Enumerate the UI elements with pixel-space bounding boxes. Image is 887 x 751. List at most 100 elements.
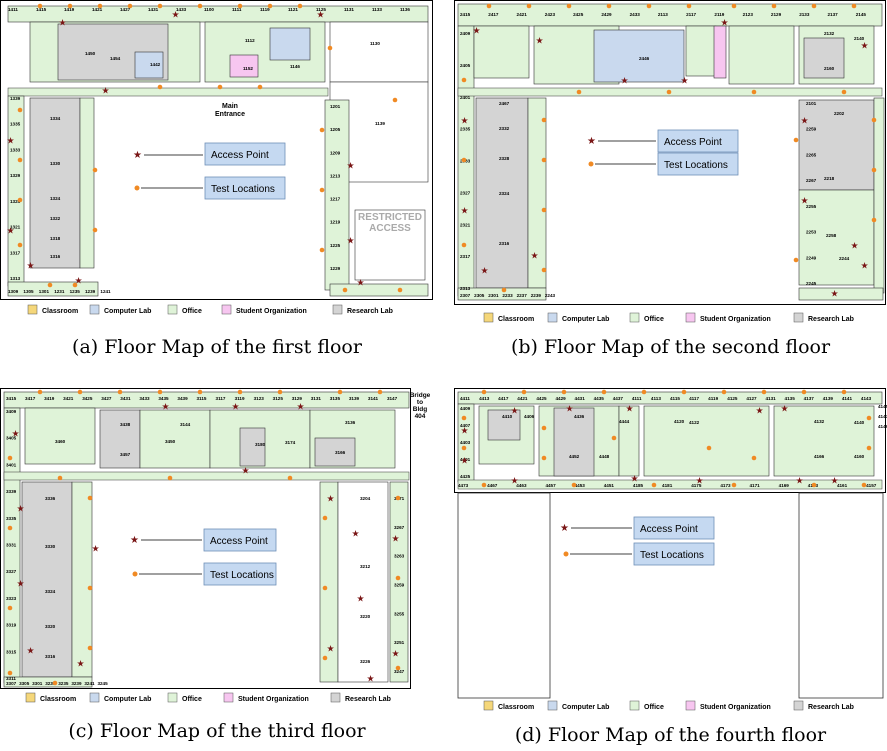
- room-number: 3438: [120, 422, 131, 427]
- room-number: 2433: [630, 12, 641, 17]
- room-number: 3263: [394, 554, 405, 559]
- access-point-star: ★: [357, 278, 365, 288]
- room-number: 3247: [394, 669, 405, 674]
- room-number: 4473: [458, 483, 469, 488]
- room-number: 4411: [460, 396, 470, 401]
- test-location-dot: [327, 45, 333, 51]
- room-number: 2405: [460, 63, 471, 68]
- access-point-star: ★: [327, 494, 335, 504]
- test-location-dot: [851, 3, 857, 9]
- legend-1: Classroom Computer Lab Office Student Or…: [27, 304, 393, 315]
- map-marks-4: ★★★★★★★★★★★★: [461, 389, 872, 488]
- room-number: 1411: [8, 7, 18, 12]
- room-number: 3180: [255, 442, 266, 447]
- room-number: 3425: [82, 396, 93, 401]
- test-location-dot: [571, 482, 577, 488]
- room-number: 4425: [536, 396, 547, 401]
- test-location-dot: [397, 287, 403, 293]
- room-number: 4410: [502, 414, 513, 419]
- test-location-dot: [651, 482, 657, 488]
- room-number: 2324: [499, 191, 510, 196]
- room-number: 3131: [311, 396, 322, 401]
- room-number: 3415: [6, 396, 17, 401]
- room-number: 2239: [531, 293, 542, 298]
- room-number: 4452: [569, 454, 580, 459]
- room-number: 3123: [254, 396, 265, 401]
- test-location-dot: [601, 389, 607, 395]
- room-number: 2123: [743, 12, 754, 17]
- test-location-dot: [197, 389, 203, 395]
- test-location-dot: [319, 127, 325, 133]
- room-number: 3144: [180, 422, 191, 427]
- room-number: 1325: [10, 199, 21, 204]
- room-number: 2421: [517, 12, 528, 17]
- room-number: 2415: [460, 12, 471, 17]
- key-test-locations-label: Test Locations: [211, 184, 275, 195]
- room-number: 1131: [344, 7, 354, 12]
- access-point-star: ★: [861, 41, 869, 51]
- room-number: 1225: [330, 243, 341, 248]
- test-location-dot: [721, 389, 727, 395]
- caption-a: (a) Floor Map of the first floor: [72, 336, 362, 358]
- room-number: 2446: [639, 56, 650, 61]
- test-location-dot: [72, 282, 78, 288]
- access-point-star: ★: [27, 261, 35, 271]
- room-number: 1333: [10, 147, 21, 152]
- room-number: 3267: [394, 525, 405, 530]
- access-point-star: ★: [801, 116, 809, 126]
- test-location-dot: [541, 267, 547, 273]
- room-number: 2321: [460, 222, 471, 227]
- room-number: 3323: [6, 596, 17, 601]
- room-number: 4185: [633, 483, 644, 488]
- room-number: 1330: [50, 161, 61, 166]
- test-location-dot: [117, 389, 123, 395]
- room-number: 2255: [806, 204, 817, 209]
- room-number: 4140: [854, 420, 865, 425]
- test-location-dot: [481, 389, 487, 395]
- test-location-dot: [521, 389, 527, 395]
- room-number: 4444: [619, 419, 630, 424]
- access-point-star: ★: [461, 206, 469, 216]
- svg-text:Office: Office: [182, 308, 202, 315]
- test-location-dot: [7, 670, 13, 676]
- room-number: 1454: [110, 56, 121, 61]
- room-number: 3315: [6, 649, 17, 654]
- room-number: 3316: [45, 654, 56, 659]
- access-point-star: ★: [27, 646, 35, 656]
- test-location-dot: [322, 655, 328, 661]
- test-location-dot: [297, 3, 303, 9]
- test-location-dot: [17, 197, 23, 203]
- room-number: 3330: [45, 544, 56, 549]
- access-point-star: ★: [75, 276, 83, 286]
- room-number: 1442: [150, 62, 161, 67]
- test-location-dot: [561, 389, 567, 395]
- room-number: 4413: [479, 396, 490, 401]
- room-number: 3220: [360, 614, 371, 619]
- room-number: 3255: [394, 611, 405, 616]
- room-number: 1239: [85, 289, 96, 294]
- room-number: 1419: [64, 7, 75, 12]
- room-number: 1313: [10, 276, 21, 281]
- test-location-dot: [611, 435, 617, 441]
- test-location-dot: [606, 3, 612, 9]
- test-location-dot: [461, 415, 467, 421]
- room-number: 1130: [370, 41, 380, 46]
- room-number: 1309: [8, 289, 19, 294]
- access-point-star: ★: [461, 456, 469, 466]
- room-number: 1121: [288, 7, 298, 12]
- svg-text:★: ★: [587, 136, 596, 147]
- room-number: 2119: [714, 12, 724, 17]
- svg-text:Classroom: Classroom: [40, 696, 76, 703]
- test-location-dot: [541, 455, 547, 461]
- room-number: 3427: [101, 396, 112, 401]
- room-number: 3259: [394, 583, 405, 588]
- room-number: 1335: [10, 122, 21, 127]
- room-number: 3136: [345, 420, 356, 425]
- room-number: 4157: [866, 483, 877, 488]
- access-point-star: ★: [12, 429, 20, 439]
